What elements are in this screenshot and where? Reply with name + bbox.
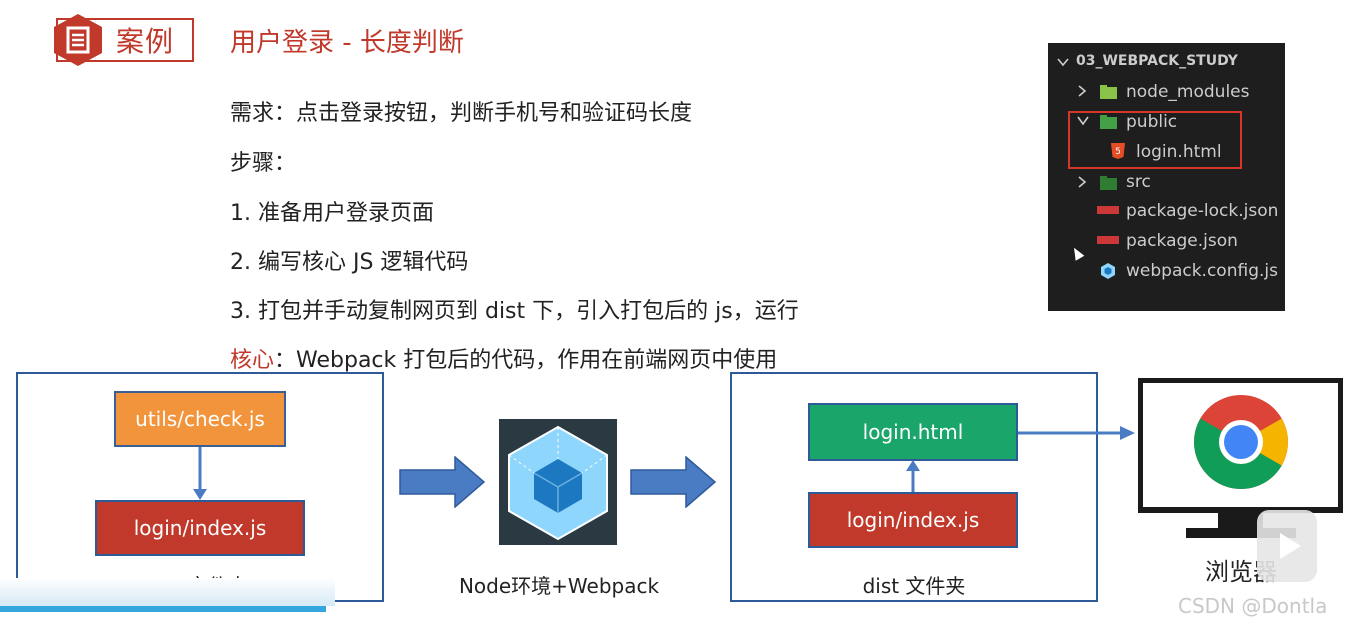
case-badge-label: 案例 [116,25,175,58]
node-webpack-caption: Node环境+Webpack [458,574,660,598]
folder-public-icon [1100,115,1117,129]
arrow-up-icon [906,460,920,494]
step-3: 3. 打包并手动复制网页到 dist 下，引入打包后的 js，运行 [230,299,799,324]
tree-item-src[interactable]: src [1126,172,1151,192]
src-login-index-box: login/index.js [95,500,305,556]
tree-item-public[interactable]: public [1126,112,1178,132]
folder-node-icon [1100,85,1117,99]
page-title: 用户登录 - 长度判断 [230,28,464,58]
big-arrow-right-icon [399,456,485,508]
npm-icon [1097,206,1119,214]
tree-item-package-lock[interactable]: package-lock.json [1126,201,1279,221]
steps-label: 步骤： [230,151,297,176]
tree-item-login-html[interactable]: login.html [1136,142,1222,162]
progress-wave [0,578,335,606]
highlight-box [1068,111,1242,169]
chevron-down-icon [1077,116,1089,126]
chevron-right-icon [1078,176,1087,188]
file-explorer-panel [1048,43,1285,311]
tree-item-package-json[interactable]: package.json [1126,231,1238,251]
utils-check-box: utils/check.js [114,391,286,447]
explorer-root-label[interactable]: 03_WEBPACK_STUDY [1076,53,1238,69]
watermark: CSDN @Dontla [1178,594,1328,618]
step-2: 2. 编写核心 JS 逻辑代码 [230,250,469,275]
tree-item-node-modules[interactable]: node_modules [1126,82,1250,102]
dist-login-html-box: login.html [808,403,1018,461]
npm-icon [1097,236,1119,244]
svg-text:5: 5 [1115,147,1121,157]
arrow-right-icon [1018,426,1135,440]
webpack-logo-icon [499,419,617,545]
tree-item-webpack-config[interactable]: webpack.config.js [1126,261,1278,281]
progress-bar[interactable] [0,606,326,612]
dist-login-index-box: login/index.js [808,492,1018,548]
core-line: 核心：Webpack 打包后的代码，作用在前端网页中使用 [230,342,777,374]
chevron-down-icon [1057,58,1069,67]
dist-folder-caption: dist 文件夹 [862,574,966,598]
chevron-right-icon [1078,85,1087,97]
play-icon [1280,533,1301,559]
core-text: ：Webpack 打包后的代码，作用在前端网页中使用 [274,348,778,373]
core-label: 核心 [230,348,275,373]
document-icon [54,14,102,66]
html5-icon: 5 [1111,143,1125,159]
big-arrow-right-icon [630,456,716,508]
webpack-icon [1101,263,1115,279]
chrome-icon [1194,395,1288,489]
folder-src-icon [1100,176,1117,190]
requirement-text: 需求：点击登录按钮，判断手机号和验证码长度 [230,101,693,126]
arrow-down-icon [193,447,207,500]
step-1: 1. 准备用户登录页面 [230,201,434,226]
